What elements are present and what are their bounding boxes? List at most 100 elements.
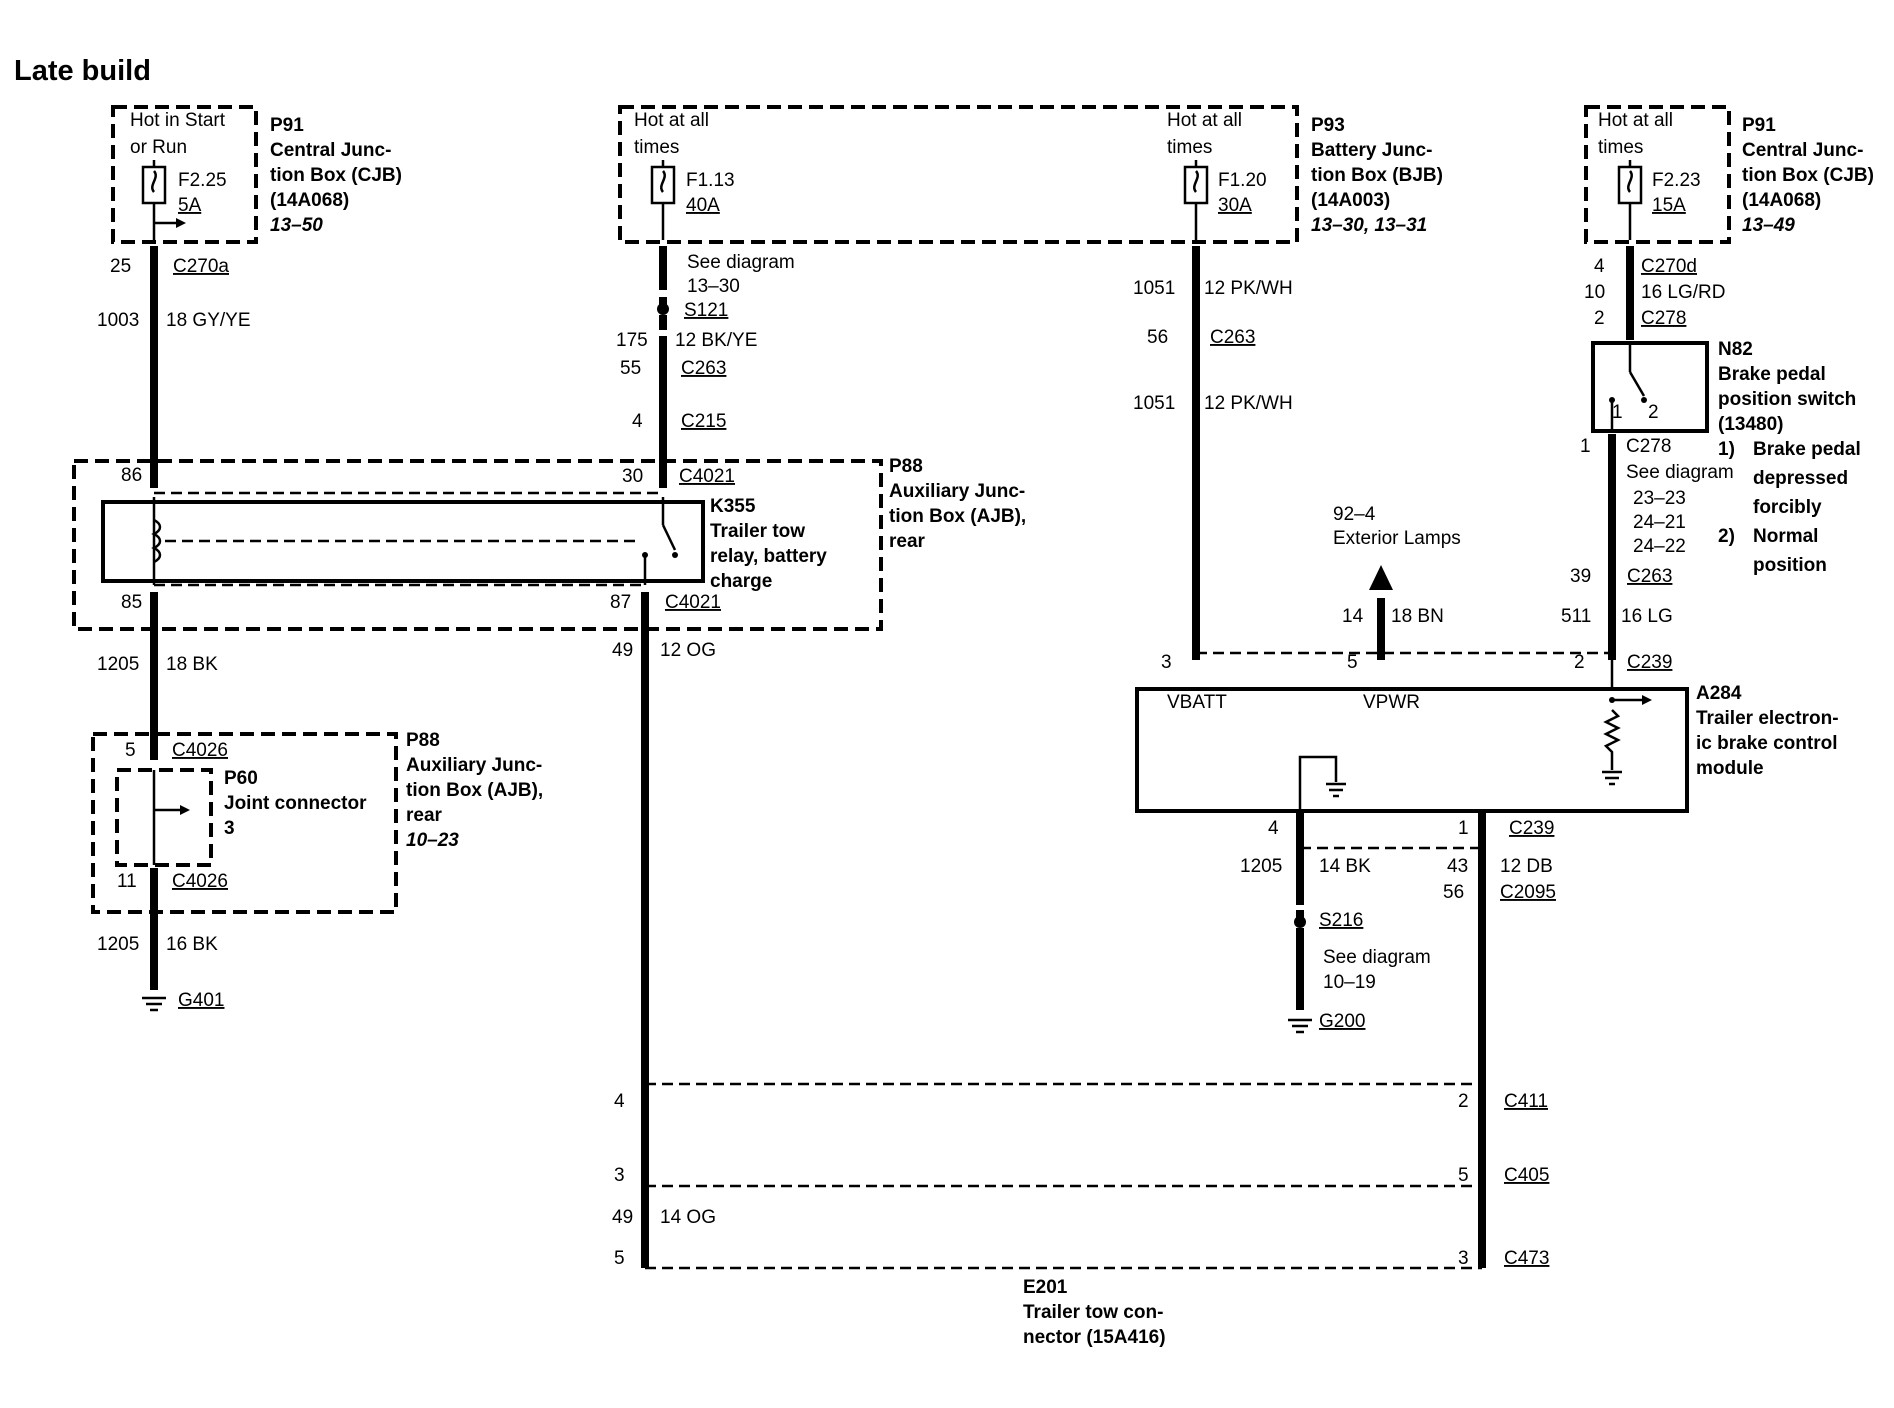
e201-desc-2: nector (15A416) (1023, 1327, 1166, 1348)
ground-icon (1326, 782, 1346, 798)
connector-c270d: C270d (1641, 256, 1697, 277)
splice-s216-label: S216 (1319, 910, 1363, 931)
circuit-14: 14 (1342, 606, 1364, 627)
ground-icon (1288, 1018, 1312, 1034)
fuse-f113-rating: 40A (686, 195, 720, 216)
pin-4-c411: 4 (614, 1091, 625, 1112)
k355-desc-1: Trailer tow (710, 521, 805, 542)
fuse-f225-hot-2: or Run (130, 137, 187, 158)
n82-desc-2: position switch (1718, 389, 1856, 410)
fuse-f225-id: F2.25 (178, 170, 227, 191)
n82-note-2-num: 2) (1718, 526, 1735, 547)
pin-5-c239: 5 (1347, 652, 1358, 673)
p88-ajb-bottom-box (91, 732, 398, 914)
a284-desc-1: Trailer electron- (1696, 708, 1839, 729)
ground-icon (142, 996, 166, 1012)
fuse-f223-hot-1: Hot at all (1598, 110, 1673, 131)
pin-5-c405: 5 (1458, 1165, 1469, 1186)
connector-c239-top: C239 (1627, 652, 1672, 673)
p91-right-id: P91 (1742, 115, 1776, 136)
p91-left-box (111, 105, 258, 244)
wire-label-12pkwh-a: 12 PK/WH (1204, 278, 1293, 299)
circuit-1051-b: 1051 (1133, 393, 1175, 414)
page-title: Late build (14, 55, 151, 87)
connector-c239-bottom: C239 (1509, 818, 1554, 839)
a284-id: A284 (1696, 683, 1742, 704)
relay-coil-icon (151, 518, 162, 564)
wire-label-18bk: 18 BK (166, 654, 218, 675)
circuit-1205-a: 1205 (97, 654, 139, 675)
ground-g401: G401 (178, 990, 224, 1011)
p91-left-desc-1: Central Junc- (270, 140, 391, 161)
connector-c4021-bottom: C4021 (665, 592, 721, 613)
p91-right-desc-1: Central Junc- (1742, 140, 1863, 161)
pin-2-c239: 2 (1574, 652, 1585, 673)
circuit-511: 511 (1561, 606, 1591, 627)
circuit-49-b: 49 (612, 1207, 633, 1228)
p60-id: P60 (224, 768, 258, 789)
connector-c411: C411 (1504, 1091, 1548, 1112)
n82-note-2-line-2: position (1753, 555, 1827, 576)
ref-23-23: 23–23 (1633, 488, 1686, 509)
connector-c263-c: C263 (1627, 566, 1672, 587)
pin-2-c411: 2 (1458, 1091, 1469, 1112)
fuse-f223-hot-2: times (1598, 137, 1643, 158)
p88-ajb-top-box (72, 459, 883, 631)
p88-top-desc-2: tion Box (AJB), (889, 506, 1026, 527)
see-diagram-s121: See diagram (687, 252, 795, 273)
pin-11-c4026: 11 (117, 871, 137, 892)
ref-10-19: 10–19 (1323, 972, 1376, 993)
p91-right-box (1584, 105, 1731, 244)
fuse-icon (650, 160, 676, 240)
connector-c263-b: C263 (1210, 327, 1255, 348)
wire-label-12db: 12 DB (1500, 856, 1553, 877)
wire-label-18bn: 18 BN (1391, 606, 1444, 627)
circuit-1205-c: 1205 (1240, 856, 1282, 877)
pin-3-c405: 3 (614, 1165, 625, 1186)
pin-25: 25 (110, 256, 131, 277)
connector-c263-a: C263 (681, 358, 726, 379)
n82-switch-box (1591, 341, 1709, 433)
splice-s216 (1294, 916, 1306, 928)
p88-bottom-ref: 10–23 (406, 830, 459, 851)
a284-desc-3: module (1696, 758, 1764, 779)
n82-note-1-line-3: forcibly (1753, 497, 1822, 518)
wire-label-16lg: 16 LG (1621, 606, 1673, 627)
p93-desc-2: tion Box (BJB) (1311, 165, 1443, 186)
circuit-1205-b: 1205 (97, 934, 139, 955)
p91-left-part: (14A068) (270, 190, 349, 211)
n82-pin-1: 1 (1612, 402, 1623, 423)
circuit-175: 175 (616, 330, 648, 351)
p88-bottom-id: P88 (406, 730, 440, 751)
n82-part: (13480) (1718, 414, 1784, 435)
a284-desc-2: ic brake control (1696, 733, 1838, 754)
ground-g200: G200 (1319, 1011, 1365, 1032)
see-diagram-s216: See diagram (1323, 947, 1431, 968)
fuse-f225-hot-1: Hot in Start (130, 110, 226, 131)
fuse-icon (1183, 160, 1209, 240)
ref-24-22: 24–22 (1633, 536, 1686, 557)
e201-id: E201 (1023, 1277, 1068, 1298)
pin-56-c263: 56 (1147, 327, 1168, 348)
wire-label-12og: 12 OG (660, 640, 716, 661)
pin-10: 10 (1584, 282, 1605, 303)
n82-id: N82 (1718, 339, 1753, 360)
pin-30: 30 (622, 466, 643, 487)
wire-label-18gyye: 18 GY/YE (166, 310, 251, 331)
wire-label-14bk: 14 BK (1319, 856, 1371, 877)
pin-4-c215: 4 (632, 411, 643, 432)
p88-top-desc-1: Auxiliary Junc- (889, 481, 1025, 502)
p88-top-id: P88 (889, 456, 923, 477)
n82-note-1-num: 1) (1718, 439, 1735, 460)
connector-c278-top: C278 (1641, 308, 1686, 329)
p93-part: (14A003) (1311, 190, 1390, 211)
p60-desc: Joint connector (224, 793, 367, 814)
see-diagram-c278: See diagram (1626, 462, 1734, 483)
wire-label-16lgrd: 16 LG/RD (1641, 282, 1725, 303)
circuit-1003: 1003 (97, 310, 139, 331)
fuse-f120-rating: 30A (1218, 195, 1252, 216)
pin-86: 86 (121, 465, 142, 486)
ground-icon (1602, 770, 1622, 786)
p60-joint-connector-box (115, 768, 213, 867)
